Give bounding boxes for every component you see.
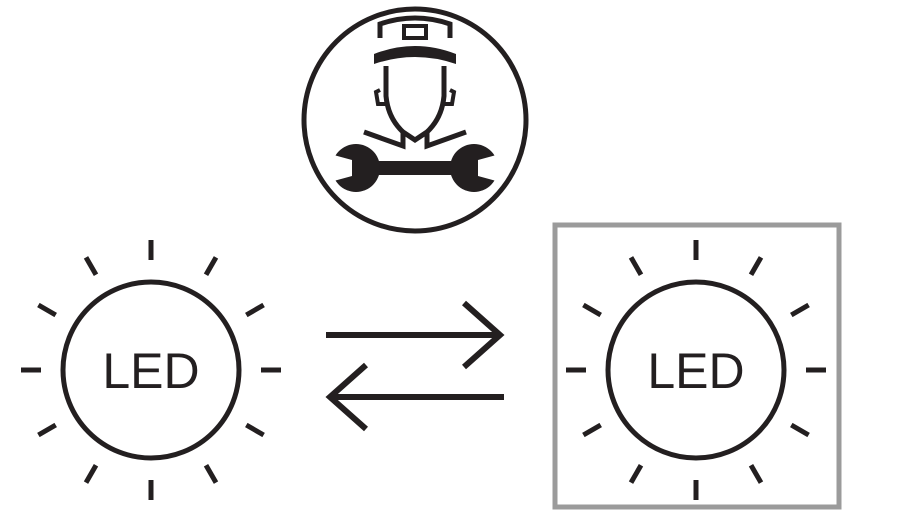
light-ray — [582, 302, 602, 318]
right-lamp-label: LED — [647, 343, 744, 399]
light-ray — [748, 256, 764, 276]
light-ray — [628, 256, 644, 276]
replacement-highlight-frame — [552, 222, 842, 510]
right-led-lamp: LED — [566, 240, 826, 500]
light-ray — [83, 464, 99, 484]
light-ray — [790, 422, 810, 438]
light-ray — [203, 256, 219, 276]
light-ray — [83, 256, 99, 276]
light-ray — [582, 422, 602, 438]
light-ray — [245, 302, 265, 318]
light-ray — [37, 302, 57, 318]
bidirectional-arrows-icon — [325, 300, 505, 432]
wrench-icon — [330, 144, 500, 192]
left-led-lamp: LED — [21, 240, 281, 500]
left-lamp-label: LED — [102, 343, 199, 399]
light-ray — [748, 464, 764, 484]
light-ray — [790, 302, 810, 318]
light-ray — [37, 422, 57, 438]
right-lamp-rays — [566, 240, 826, 500]
light-ray — [245, 422, 265, 438]
light-ray — [628, 464, 644, 484]
technician-with-wrench-icon — [301, 6, 529, 234]
left-lamp-rays — [21, 240, 281, 500]
light-ray — [203, 464, 219, 484]
arrow-left-icon — [325, 362, 504, 432]
arrow-right-icon — [326, 300, 505, 370]
